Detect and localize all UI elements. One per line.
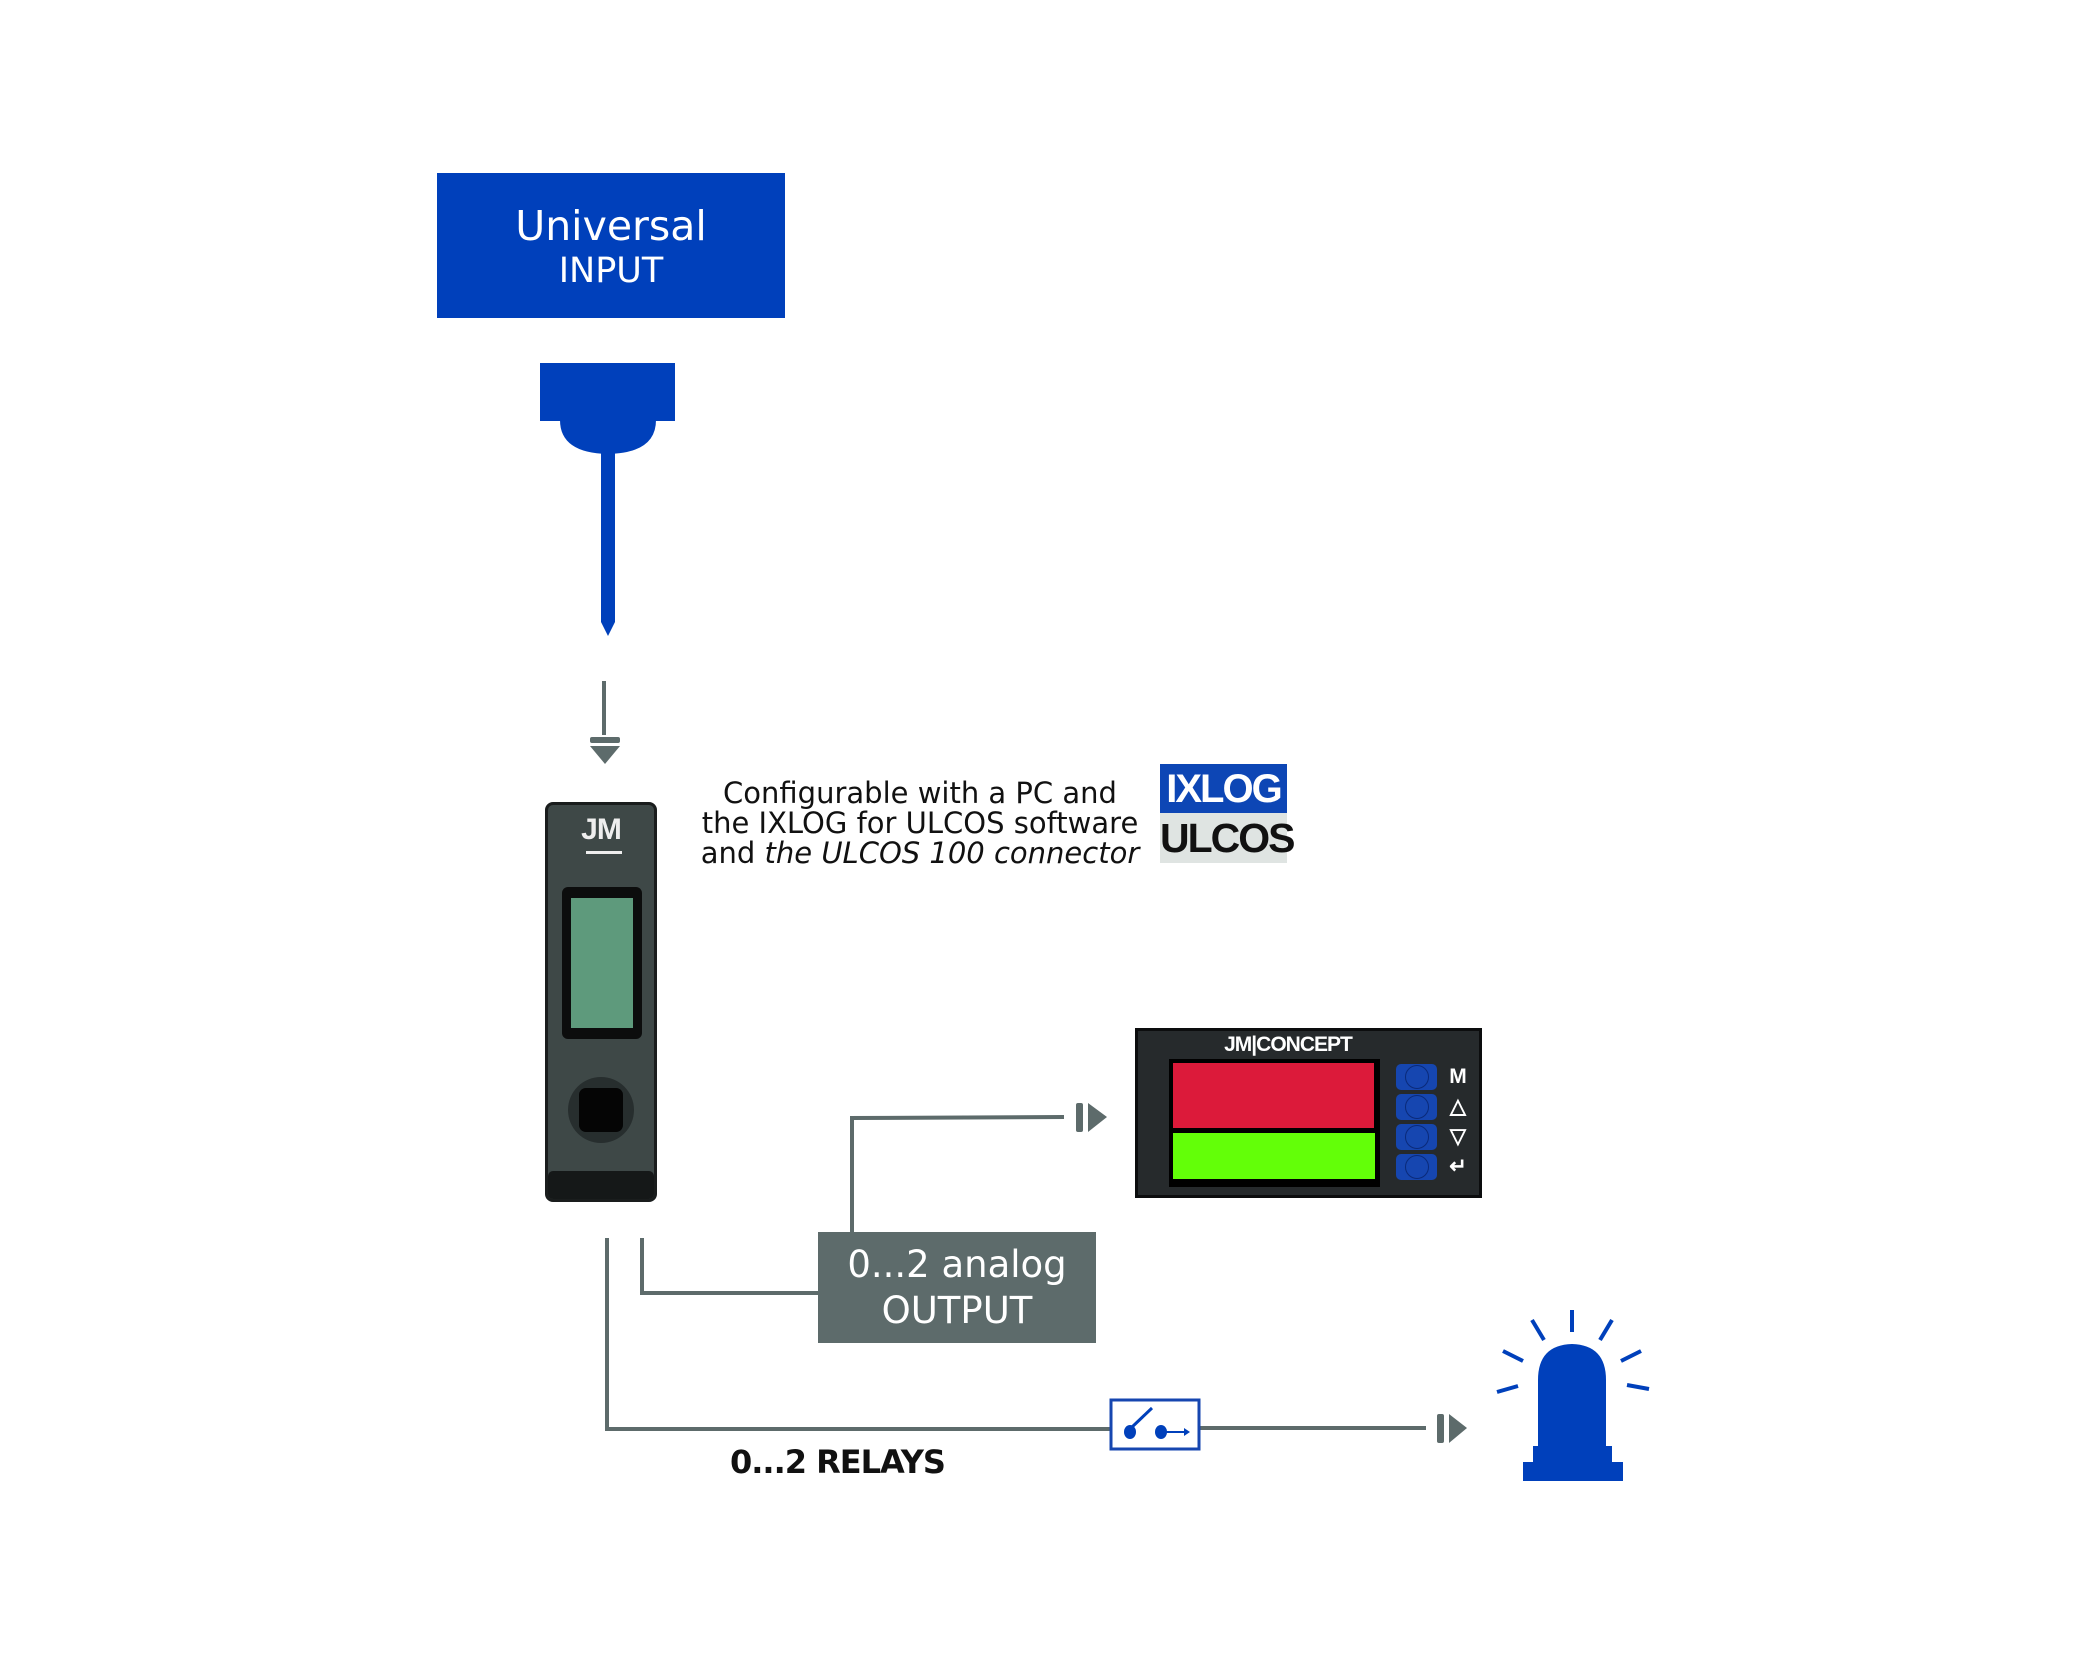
- lcd-screen: [571, 898, 633, 1028]
- input-title: Universal: [515, 202, 707, 250]
- ixlog-ulcos-logo: IXLOG ULCOS: [1160, 764, 1296, 863]
- brand-underline: [586, 851, 622, 854]
- display-upper-red: [1173, 1063, 1374, 1128]
- config-line-3-italic: the ULCOS 100 connector: [764, 836, 1140, 870]
- config-line-2: the IXLOG for ULCOS software: [701, 806, 1139, 840]
- logo-ulcos: ULCOS: [1160, 813, 1296, 863]
- relay-switch-icon: [1109, 1398, 1201, 1451]
- input-subtitle: INPUT: [558, 251, 664, 291]
- panel-button-up: [1396, 1094, 1437, 1120]
- config-port: [568, 1077, 634, 1143]
- configuration-note: Configurable with a PC and the IXLOG for…: [690, 778, 1150, 868]
- config-line-3: and the ULCOS 100 connector: [690, 838, 1150, 868]
- device-terminal-base: [548, 1171, 654, 1199]
- down-icon: ▽: [1449, 1125, 1467, 1148]
- relay-arrow-icon: [1437, 1414, 1467, 1443]
- config-button: [579, 1088, 623, 1132]
- relays-label: 0...2 RELAYS: [730, 1443, 946, 1481]
- panel-meter: JM|CONCEPT M △ ▽ ↵: [1135, 1028, 1482, 1198]
- universal-input-label: Universal INPUT: [437, 173, 785, 318]
- panel-brand: JM|CONCEPT: [1224, 1033, 1353, 1056]
- analog-arrow-icon: [1076, 1103, 1107, 1132]
- output-subtitle: OUTPUT: [881, 1289, 1033, 1332]
- transmitter-device: JM: [545, 802, 657, 1202]
- config-line-1: Configurable with a PC and: [723, 776, 1117, 810]
- panel-button-mode: [1396, 1064, 1437, 1090]
- alarm-beacon-icon: [1496, 1310, 1650, 1481]
- logo-ixlog: IXLOG: [1160, 764, 1287, 813]
- analog-output-label: 0...2 analog OUTPUT: [818, 1232, 1096, 1343]
- display-lower-green: [1173, 1133, 1375, 1179]
- up-icon: △: [1449, 1095, 1467, 1118]
- panel-button-enter: [1396, 1154, 1437, 1180]
- enter-icon: ↵: [1449, 1155, 1467, 1178]
- transmitter-brand: JM: [581, 813, 622, 846]
- input-arrow-icon: [590, 681, 620, 764]
- mode-icon: M: [1449, 1065, 1467, 1088]
- config-line-3-prefix: and: [700, 836, 765, 870]
- sensor-probe-icon: [540, 363, 675, 636]
- relay-wire: [605, 1238, 1110, 1431]
- lcd-frame: [562, 887, 642, 1039]
- panel-display: [1169, 1059, 1380, 1187]
- panel-button-down: [1396, 1124, 1437, 1150]
- output-title: 0...2 analog: [847, 1243, 1067, 1286]
